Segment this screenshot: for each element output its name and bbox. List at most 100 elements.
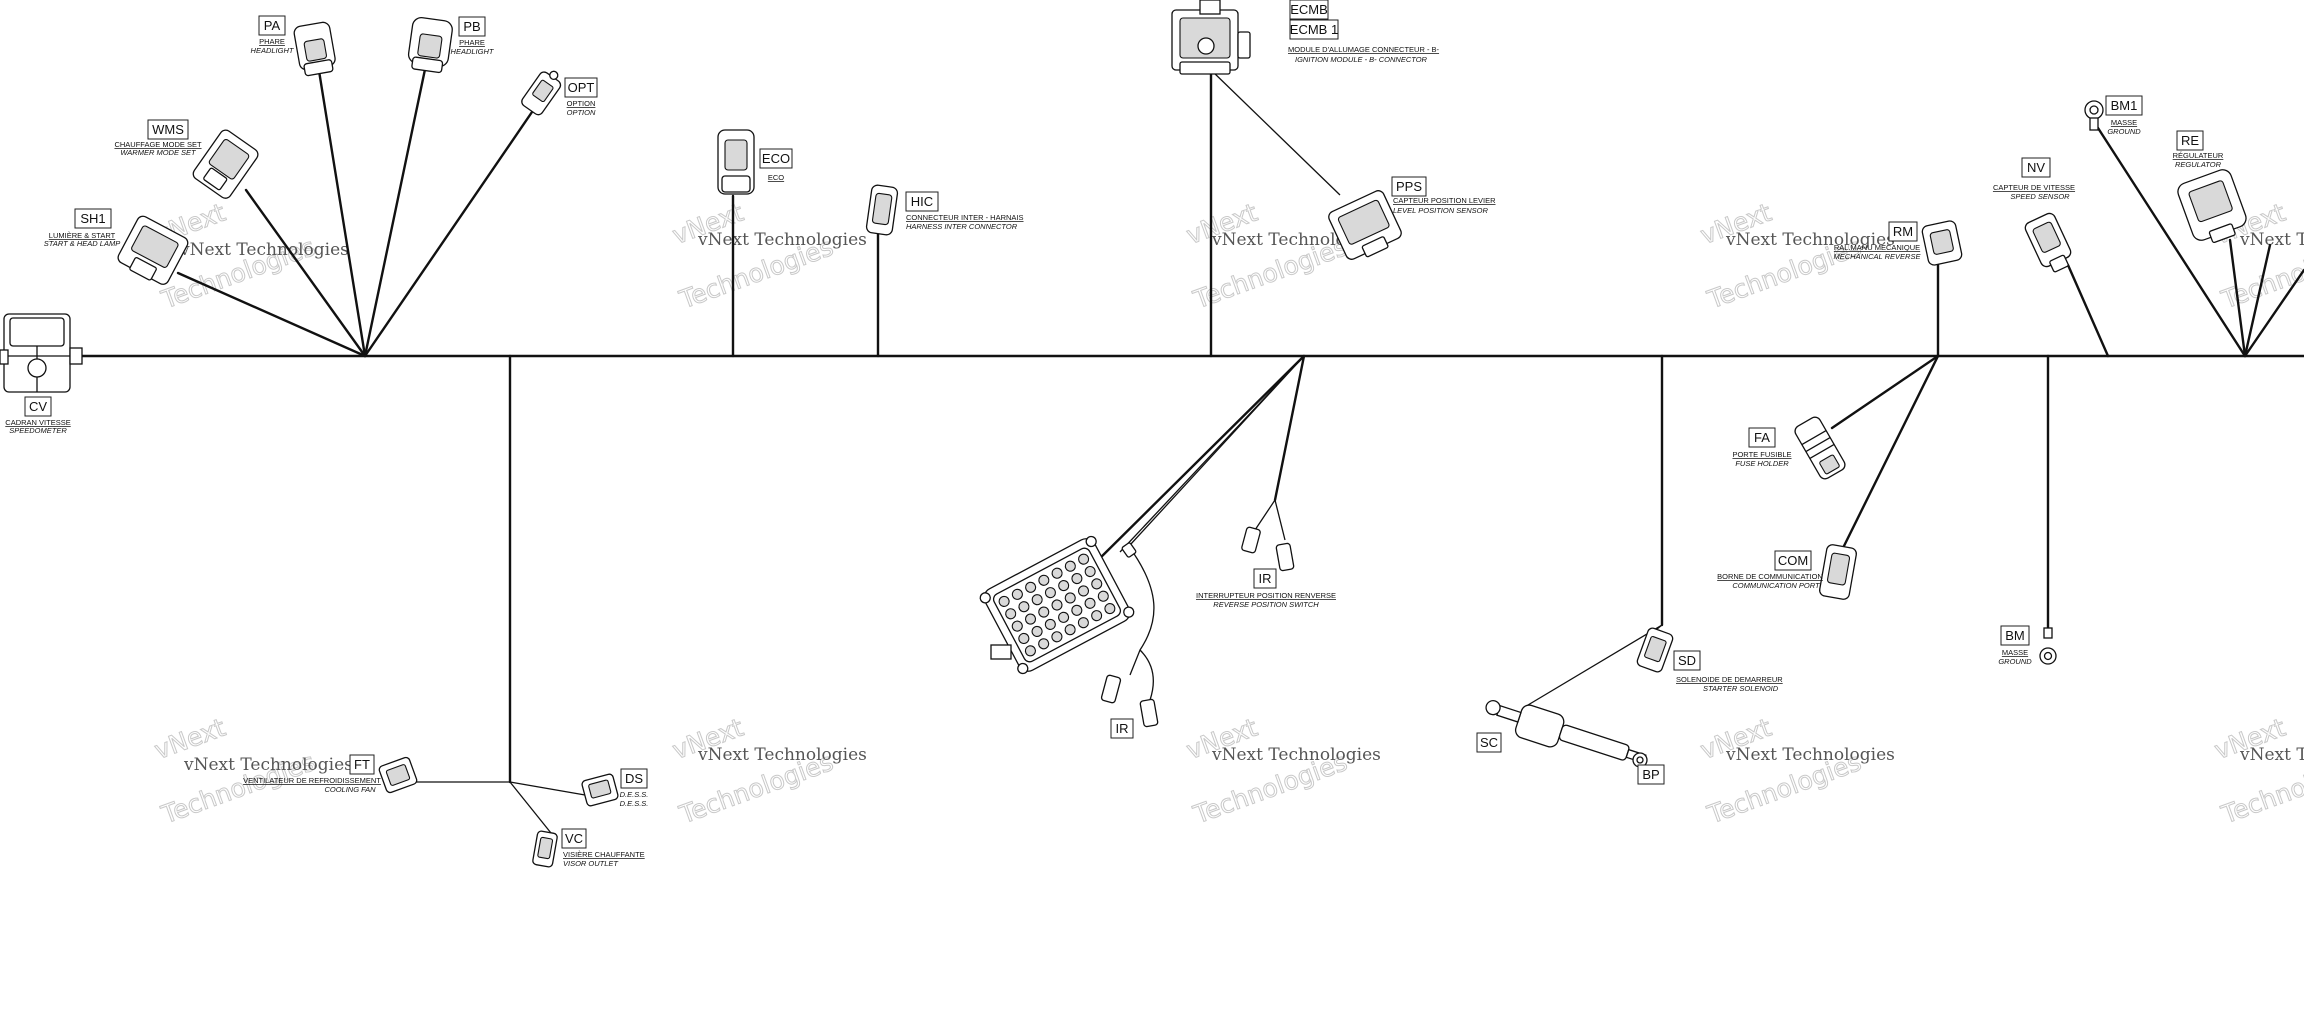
visor-outlet-connector-icon — [532, 830, 558, 868]
connector-code: SD — [1678, 653, 1696, 668]
connector-label-en: HARNESS INTER CONNECTOR — [906, 222, 1018, 231]
connector-label-en: MECHANICAL REVERSE — [1834, 252, 1922, 261]
wire-pb — [363, 53, 430, 358]
connector-label-fr: PHARE — [459, 38, 485, 47]
connector-code: CV — [29, 399, 47, 414]
communication-port-icon — [1819, 544, 1857, 600]
connector-label-fr: RÉGULATEUR — [2173, 151, 2224, 160]
label-vc: VC VISIÈRE CHAUFFANTE VISOR OUTLET — [561, 828, 645, 868]
connector-label-en: REGULATOR — [2175, 160, 2222, 169]
connector-label-en: REVERSE POSITION SWITCH — [1213, 600, 1319, 609]
option-connector-icon — [521, 70, 562, 116]
ecu-pin — [1077, 617, 1089, 629]
connector-label-fr: RAL.MANU MECANIQUE — [1834, 243, 1920, 252]
connector-code: ECMB — [1290, 2, 1328, 17]
connector-label-fr: ECO — [768, 173, 784, 182]
connector-code: COM — [1778, 553, 1808, 568]
label-ds: DS D.E.S.S. D.E.S.S. — [620, 768, 648, 808]
ecu-pin — [1024, 613, 1037, 625]
connector-label-en: WARMER MODE SET — [120, 148, 197, 157]
watermark-text: vNext Technologies — [1725, 745, 1895, 765]
start-headlamp-connector-icon — [117, 215, 189, 285]
wire-ds — [509, 781, 586, 796]
connector-code: IR — [1259, 571, 1272, 586]
wire-re — [2228, 238, 2247, 358]
wire-pps — [1210, 69, 1341, 196]
label-bm1: BM1 MASSE GROUND — [2105, 95, 2143, 136]
ecu-pin — [1091, 578, 1103, 590]
label-bm: BM MASSE GROUND — [1998, 625, 2032, 666]
watermark-group: vNext Technologies vNext Technologies vN… — [150, 197, 2304, 830]
label-bp: BP — [1637, 764, 1665, 785]
connector-code: PA — [264, 18, 281, 33]
wire-bm1 — [2096, 126, 2247, 358]
wire-sc — [1527, 624, 1663, 706]
label-pps: PPS CAPTEUR POSITION LEVIER LEVEL POSITI… — [1391, 176, 1496, 215]
label-opt: OPT OPTION OPTION — [564, 77, 598, 117]
label-ft: FT VENTILATEUR DE REFROIDISSEMENT COOLIN… — [243, 754, 381, 794]
watermark-text: vNext Technologies — [697, 745, 867, 765]
connector-label-en: OPTION — [567, 108, 596, 117]
connector-code: BM1 — [2111, 98, 2138, 113]
starter-solenoid-icon — [1485, 699, 1647, 764]
connector-code: WMS — [152, 122, 184, 137]
ecu-pin — [1038, 606, 1050, 618]
ecu-pin — [1084, 565, 1096, 578]
label-cv: CV CADRAN VITESSE SPEEDOMETER — [5, 396, 71, 435]
fuse-holder-icon — [1794, 416, 1846, 480]
connector-label-en: GROUND — [1998, 657, 2032, 666]
wire-ir — [1273, 354, 1306, 502]
connector-label-en: START & HEAD LAMP — [44, 239, 120, 248]
connector-code: HIC — [911, 194, 933, 209]
ecu-pin — [1084, 597, 1096, 609]
speedometer-connector-icon — [0, 313, 83, 393]
wire-pa — [313, 44, 367, 358]
connector-code: FA — [1754, 430, 1770, 445]
connector-code: OPT — [568, 80, 595, 95]
connector-label-en: HEADLIGHT — [451, 47, 495, 56]
wire-nv — [2066, 263, 2110, 358]
connector-label-fr: MODULE D'ALLUMAGE CONNECTEUR - B- — [1288, 45, 1440, 54]
connector-code: FT — [354, 757, 370, 772]
watermark-text: vNext Technologies — [1725, 230, 1895, 250]
connector-code: BP — [1642, 767, 1659, 782]
connector-label-fr: CAPTEUR POSITION LEVIER — [1393, 196, 1496, 205]
ecu-pin — [1064, 624, 1076, 636]
label-nv: NV CAPTEUR DE VITESSE SPEED SENSOR — [1993, 157, 2075, 201]
label-re: RE RÉGULATEUR REGULATOR — [2173, 130, 2224, 169]
wire-offscreen — [2243, 268, 2304, 358]
connector-code: IR — [1116, 721, 1129, 736]
connector-label-fr: SOLENOIDE DE DEMARREUR — [1676, 675, 1783, 684]
watermark: vNext Technologies vNext Technologies — [2210, 712, 2304, 830]
connector-code: NV — [2027, 160, 2045, 175]
labels: PA PHARE HEADLIGHT PB PHARE HEADLIGHT OP… — [5, 0, 2224, 868]
connector-label-en: HEADLIGHT — [251, 46, 295, 55]
watermark: vNext Technologies vNext Technologies — [150, 712, 353, 830]
watermark-text: vNext Technologies — [1211, 745, 1381, 765]
connector-code: PPS — [1396, 179, 1422, 194]
regulator-connector-icon — [2177, 169, 2247, 244]
ecu-pin — [1104, 603, 1116, 615]
ecu-pin — [1078, 553, 1090, 565]
label-sh1: SH1 LUMIÈRE & START START & HEAD LAMP — [44, 208, 120, 248]
ecu-pin — [1077, 585, 1090, 597]
ecu-pin — [1044, 587, 1056, 599]
ecu-pin — [1058, 580, 1070, 592]
wire-com — [1840, 354, 1940, 552]
wire-opt — [363, 110, 534, 358]
label-com: COM BORNE DE COMMUNICATION COMMUNICATION… — [1717, 550, 1823, 590]
headlight-connector-icon — [293, 21, 336, 77]
connector-label-en: VISOR OUTLET — [563, 859, 619, 868]
wire-ecu-connector — [1086, 354, 1306, 572]
watermark: vNext Technologies vNext Technologies — [1696, 712, 1895, 830]
connector-label-en: STARTER SOLENOID — [1703, 684, 1779, 693]
connector-label-fr: CADRAN VITESSE — [5, 418, 70, 427]
label-pb: PB PHARE HEADLIGHT — [451, 16, 495, 56]
ecu-pin — [1058, 611, 1070, 623]
ecu-pin — [1097, 590, 1109, 602]
connector-label-fr: CONNECTEUR INTER - HARNAIS — [906, 213, 1024, 222]
wire-sh1 — [176, 271, 367, 358]
connector-graphics — [0, 0, 2247, 868]
label-sd: SD SOLENOIDE DE DEMARREUR STARTER SOLENO… — [1673, 650, 1783, 693]
label-rm: RM RAL.MANU MECANIQUE MECHANICAL REVERSE — [1834, 221, 1922, 261]
